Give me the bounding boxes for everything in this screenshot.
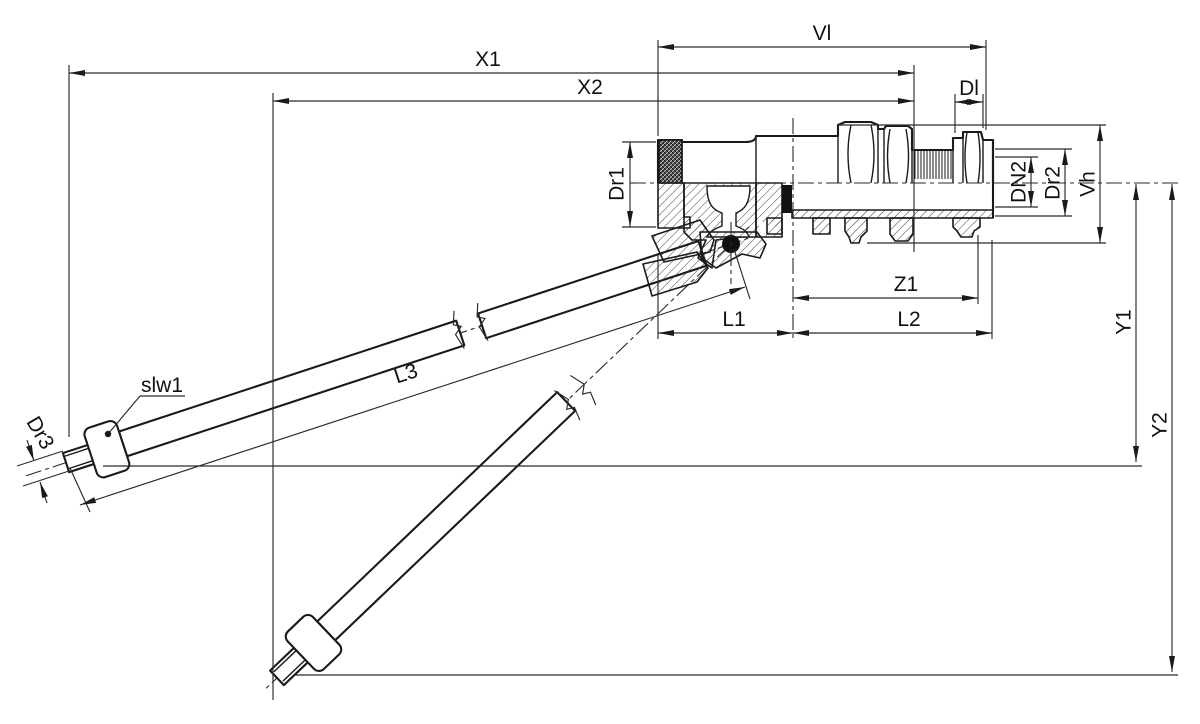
label-x1: X1 — [475, 48, 501, 71]
valve-top-outline — [656, 120, 995, 183]
valve-section — [642, 120, 995, 297]
label-dn2: DN2 — [1008, 161, 1031, 203]
label-y2: Y2 — [1149, 412, 1172, 438]
thread-lines — [914, 151, 952, 179]
dim-l3 — [79, 286, 746, 506]
rod-lower-nut — [284, 613, 343, 673]
label-y1: Y1 — [1113, 309, 1136, 335]
tab-a — [766, 217, 783, 235]
label-l2: L2 — [897, 308, 920, 331]
valve-seal — [782, 185, 792, 213]
label-dr2: Dr2 — [1042, 166, 1065, 200]
label-dr3: Dr3 — [22, 413, 59, 454]
label-vh: Vh — [1077, 171, 1100, 197]
label-vl: Vl — [813, 22, 832, 45]
tab-b — [812, 217, 831, 235]
tab-d — [889, 217, 914, 242]
label-l1: L1 — [722, 308, 745, 331]
rod-lower-shaft — [316, 391, 577, 642]
dim-dr3 — [26, 439, 48, 504]
tab-e — [952, 217, 981, 238]
break-mark-icon — [569, 374, 597, 406]
outlet-bore — [792, 184, 993, 210]
label-x2: X2 — [577, 76, 603, 99]
dimension-labels: X1 X2 Vl Dl Z1 L1 L2 Dr1 DN2 Dr2 Vh Y1 Y… — [22, 22, 1172, 453]
dimension-lines — [69, 44, 1175, 672]
label-z1: Z1 — [894, 273, 919, 296]
knurled-cap — [658, 139, 683, 184]
leader-dot-icon — [104, 430, 112, 438]
leader-slw1 — [104, 395, 185, 438]
outlet-wall — [791, 209, 994, 219]
label-dl: Dl — [959, 77, 979, 100]
label-dr1: Dr1 — [606, 167, 629, 201]
rod-upper-nut — [83, 419, 131, 479]
label-slw1: slw1 — [141, 374, 183, 397]
dimensions — [16, 40, 1178, 700]
valve-top-fill — [658, 122, 993, 183]
tab-c — [844, 217, 868, 244]
extension-lines — [16, 40, 1178, 700]
float-rod-upper — [25, 237, 749, 479]
